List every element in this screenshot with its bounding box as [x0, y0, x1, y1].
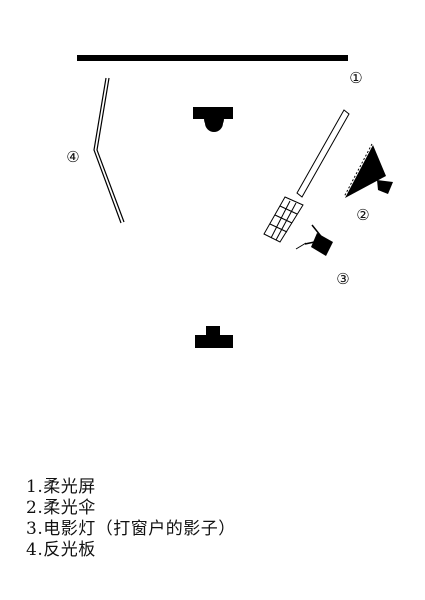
- soft-light-screen: [263, 109, 350, 243]
- legend-list: 1.柔光屏 2.柔光伞 3.电影灯（打窗户的影子） 4.反光板: [26, 477, 236, 561]
- legend-item: 1.柔光屏: [26, 477, 96, 497]
- marker-label-2: ②: [356, 206, 370, 224]
- film-light-icon: [295, 224, 333, 256]
- camera-bottom-icon: [195, 326, 233, 348]
- legend-item: 3.电影灯（打窗户的影子）: [26, 519, 236, 539]
- marker-label-3: ③: [336, 270, 350, 288]
- soft-umbrella-icon: [343, 143, 393, 198]
- camera-top-icon: [193, 107, 233, 132]
- reflector-board: [93, 77, 125, 224]
- marker-label-4: ④: [66, 148, 80, 166]
- legend-item: 2.柔光伞: [26, 498, 96, 518]
- background-wall: [77, 55, 348, 61]
- legend-item: 4.反光板: [26, 540, 96, 560]
- marker-label-1: ①: [349, 69, 363, 87]
